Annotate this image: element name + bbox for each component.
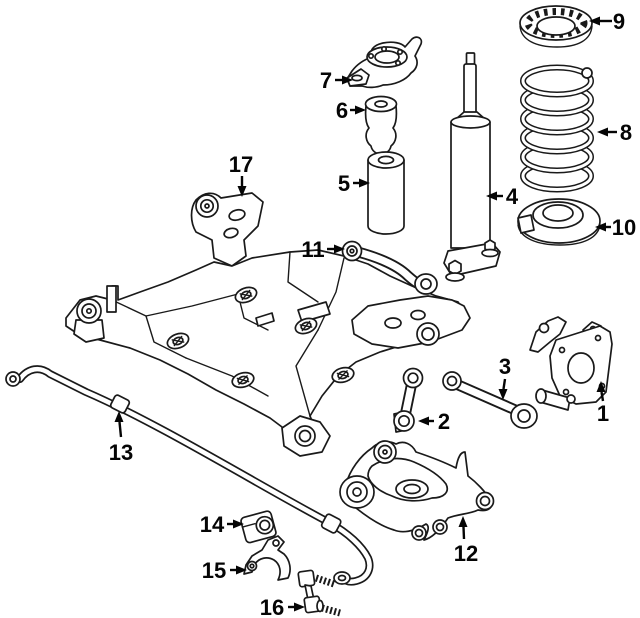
callout-label-8: 8 bbox=[620, 120, 632, 145]
callout-label-7: 7 bbox=[320, 68, 332, 93]
callout-12: 12 bbox=[454, 516, 478, 566]
callout-17: 17 bbox=[229, 152, 253, 197]
jounce-bumper-drawing bbox=[364, 95, 398, 155]
callout-label-3: 3 bbox=[499, 354, 511, 379]
callout-label-9: 9 bbox=[613, 9, 625, 34]
callout-13: 13 bbox=[109, 411, 133, 465]
lateral-arm-drawing bbox=[442, 371, 538, 429]
stabilizer-link-drawing bbox=[297, 569, 341, 617]
lower-spring-insulator-drawing bbox=[517, 198, 601, 246]
callout-16: 16 bbox=[260, 595, 305, 618]
callout-1: 1 bbox=[596, 381, 609, 426]
callout-7: 7 bbox=[320, 68, 353, 93]
callout-label-10: 10 bbox=[612, 215, 636, 240]
stabilizer-bushing-drawing bbox=[240, 510, 277, 544]
upper-spring-seat-drawing bbox=[519, 5, 593, 48]
callout-5: 5 bbox=[338, 171, 370, 196]
lower-control-arm-drawing bbox=[339, 440, 495, 541]
callout-15: 15 bbox=[202, 558, 247, 583]
callout-9: 9 bbox=[589, 9, 625, 34]
callout-label-2: 2 bbox=[438, 409, 450, 434]
callout-14: 14 bbox=[200, 512, 244, 537]
callout-8: 8 bbox=[597, 120, 632, 145]
rear-subframe-drawing bbox=[65, 192, 471, 457]
callout-label-12: 12 bbox=[454, 541, 478, 566]
callout-4: 4 bbox=[486, 184, 519, 209]
callout-label-13: 13 bbox=[109, 440, 133, 465]
callout-label-4: 4 bbox=[506, 184, 519, 209]
stabilizer-bracket-drawing bbox=[243, 535, 291, 581]
callout-6: 6 bbox=[336, 98, 366, 123]
shock-absorber-drawing bbox=[443, 52, 501, 282]
subframe-bolt-washers bbox=[166, 286, 355, 389]
callout-label-16: 16 bbox=[260, 595, 284, 618]
upper-control-arm-drawing bbox=[341, 240, 438, 295]
callouts: 9 8 10 4 7 6 5 17 bbox=[109, 9, 636, 618]
dust-shield-drawing bbox=[367, 151, 405, 235]
callout-label-15: 15 bbox=[202, 558, 226, 583]
stabilizer-bar-drawing bbox=[5, 365, 374, 586]
callout-label-6: 6 bbox=[336, 98, 348, 123]
toe-link-drawing bbox=[393, 367, 424, 433]
callout-label-1: 1 bbox=[597, 401, 609, 426]
callout-label-14: 14 bbox=[200, 512, 225, 537]
upper-shock-mount-drawing bbox=[346, 36, 423, 89]
callout-2: 2 bbox=[418, 409, 450, 434]
callout-11: 11 bbox=[301, 237, 345, 262]
callout-10: 10 bbox=[595, 215, 636, 240]
callout-3: 3 bbox=[498, 354, 511, 400]
callout-label-5: 5 bbox=[338, 171, 350, 196]
callout-label-11: 11 bbox=[301, 237, 324, 262]
callout-label-17: 17 bbox=[229, 152, 253, 177]
wheel-knuckle-drawing bbox=[529, 316, 613, 411]
coil-spring-drawing bbox=[520, 64, 594, 193]
